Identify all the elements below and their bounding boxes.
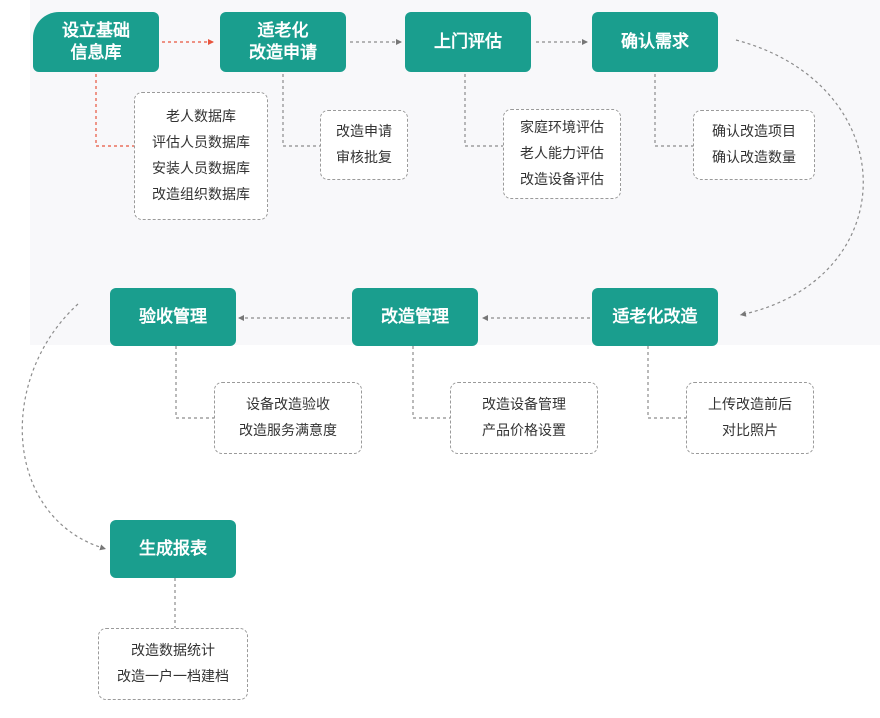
step-8-box: 生成报表 [110,520,236,578]
step-5-label: 适老化改造 [612,307,698,327]
step-5-box: 适老化改造 [592,288,718,346]
flow-arrow-7-8 [21,303,107,551]
detail-link-3 [464,74,503,147]
detail-item: 设备改造验收 [246,397,330,413]
detail-item: 老人数据库 [166,109,236,125]
detail-item: 改造数据统计 [131,643,215,659]
detail-item: 产品价格设置 [482,423,566,439]
step-8-label: 生成报表 [139,539,207,559]
step-8-details: 改造数据统计 改造一户一档建档 [98,628,248,700]
step-4-details: 确认改造项目 确认改造数量 [693,110,815,180]
detail-item: 上传改造前后 [708,397,792,413]
detail-link-4 [654,74,693,147]
step-7-box: 验收管理 [110,288,236,346]
step-6-box: 改造管理 [352,288,478,346]
step-1-box: 设立基础 信息库 [33,12,159,72]
detail-item: 确认改造数量 [712,150,796,166]
step-7-label: 验收管理 [139,307,207,327]
detail-link-7 [175,346,214,419]
detail-link-5 [647,346,686,419]
detail-link-1 [95,74,134,147]
detail-link-2 [282,74,320,147]
step-7-details: 设备改造验收 改造服务满意度 [214,382,362,454]
detail-item: 安装人员数据库 [152,161,250,177]
detail-item: 改造申请 [336,124,392,140]
detail-item: 审核批复 [336,150,392,166]
detail-item: 改造一户一档建档 [117,669,229,685]
detail-item: 改造设备评估 [520,172,604,188]
step-3-box: 上门评估 [405,12,531,72]
detail-item: 改造设备管理 [482,397,566,413]
step-2-label: 适老化 改造申请 [249,21,317,63]
step-4-box: 确认需求 [592,12,718,72]
step-1-details: 老人数据库 评估人员数据库 安装人员数据库 改造组织数据库 [134,92,268,220]
detail-item: 改造服务满意度 [239,423,337,439]
step-2-box: 适老化 改造申请 [220,12,346,72]
detail-item: 评估人员数据库 [152,135,250,151]
step-3-label: 上门评估 [434,32,502,52]
step-5-details: 上传改造前后 对比照片 [686,382,814,454]
step-6-details: 改造设备管理 产品价格设置 [450,382,598,454]
detail-item: 老人能力评估 [520,146,604,162]
detail-item: 改造组织数据库 [152,187,250,203]
step-1-label: 设立基础 信息库 [62,21,130,63]
step-4-label: 确认需求 [621,32,689,52]
step-3-details: 家庭环境评估 老人能力评估 改造设备评估 [503,109,621,199]
flow-arrow-4-5 [735,39,864,317]
step-6-label: 改造管理 [381,307,449,327]
step-2-details: 改造申请 审核批复 [320,110,408,180]
detail-item: 家庭环境评估 [520,120,604,136]
detail-item: 对比照片 [722,423,778,439]
detail-item: 确认改造项目 [712,124,796,140]
detail-link-6 [412,346,450,419]
